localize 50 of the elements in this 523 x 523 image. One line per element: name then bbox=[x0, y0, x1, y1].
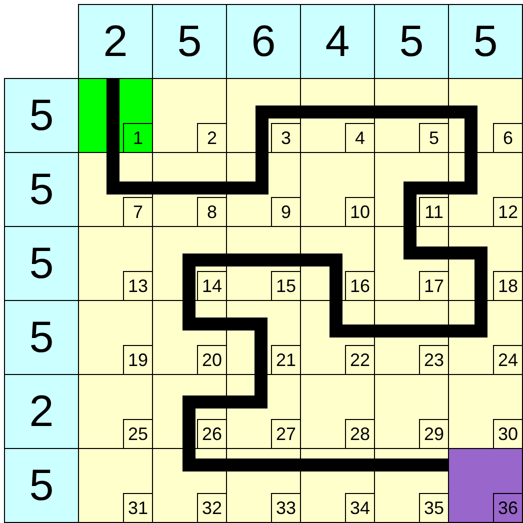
cell-number: 17 bbox=[419, 271, 449, 301]
cell-number: 15 bbox=[271, 271, 301, 301]
row-clue: 5 bbox=[4, 78, 79, 153]
cell-number: 29 bbox=[419, 419, 449, 449]
cell-number: 6 bbox=[493, 123, 523, 153]
cell-number: 5 bbox=[419, 123, 449, 153]
cell-number: 24 bbox=[493, 345, 523, 375]
column-clue: 5 bbox=[448, 4, 523, 79]
cell-number: 23 bbox=[419, 345, 449, 375]
cell-number: 36 bbox=[493, 493, 523, 523]
cell-number: 30 bbox=[493, 419, 523, 449]
cell-number: 33 bbox=[271, 493, 301, 523]
cell-number: 3 bbox=[271, 123, 301, 153]
cell-number: 18 bbox=[493, 271, 523, 301]
cell-number: 35 bbox=[419, 493, 449, 523]
cell-number: 21 bbox=[271, 345, 301, 375]
row-clue: 5 bbox=[4, 448, 79, 523]
row-clue: 5 bbox=[4, 300, 79, 375]
column-clue: 6 bbox=[226, 4, 301, 79]
cell-number: 4 bbox=[345, 123, 375, 153]
column-clue: 5 bbox=[374, 4, 449, 79]
cell-number: 12 bbox=[493, 197, 523, 227]
cell-number: 9 bbox=[271, 197, 301, 227]
cell-number: 26 bbox=[197, 419, 227, 449]
row-clue: 5 bbox=[4, 226, 79, 301]
cell-number: 2 bbox=[197, 123, 227, 153]
end-square bbox=[448, 448, 523, 523]
cell-number: 16 bbox=[345, 271, 375, 301]
cell-number: 1 bbox=[123, 123, 153, 153]
row-clue: 2 bbox=[4, 374, 79, 449]
cell-number: 13 bbox=[123, 271, 153, 301]
cell-number: 25 bbox=[123, 419, 153, 449]
column-clue: 5 bbox=[152, 4, 227, 79]
cell-number: 22 bbox=[345, 345, 375, 375]
cell-number: 27 bbox=[271, 419, 301, 449]
column-clue: 2 bbox=[78, 4, 153, 79]
cell-number: 14 bbox=[197, 271, 227, 301]
row-clue: 5 bbox=[4, 152, 79, 227]
cell-number: 31 bbox=[123, 493, 153, 523]
cell-number: 32 bbox=[197, 493, 227, 523]
cell-number: 7 bbox=[123, 197, 153, 227]
cell-number: 10 bbox=[345, 197, 375, 227]
cell-number: 19 bbox=[123, 345, 153, 375]
column-clue: 4 bbox=[300, 4, 375, 79]
cell-number: 20 bbox=[197, 345, 227, 375]
cell-number: 34 bbox=[345, 493, 375, 523]
track-line bbox=[106, 78, 488, 472]
cell-number: 28 bbox=[345, 419, 375, 449]
cell-number: 11 bbox=[419, 197, 449, 227]
cell-number: 8 bbox=[197, 197, 227, 227]
